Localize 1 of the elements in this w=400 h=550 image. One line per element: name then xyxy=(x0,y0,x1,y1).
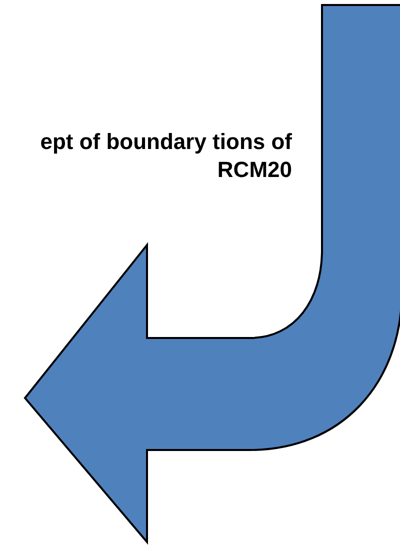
heading-text: ept of boundary tions of RCM20 xyxy=(39,128,292,184)
